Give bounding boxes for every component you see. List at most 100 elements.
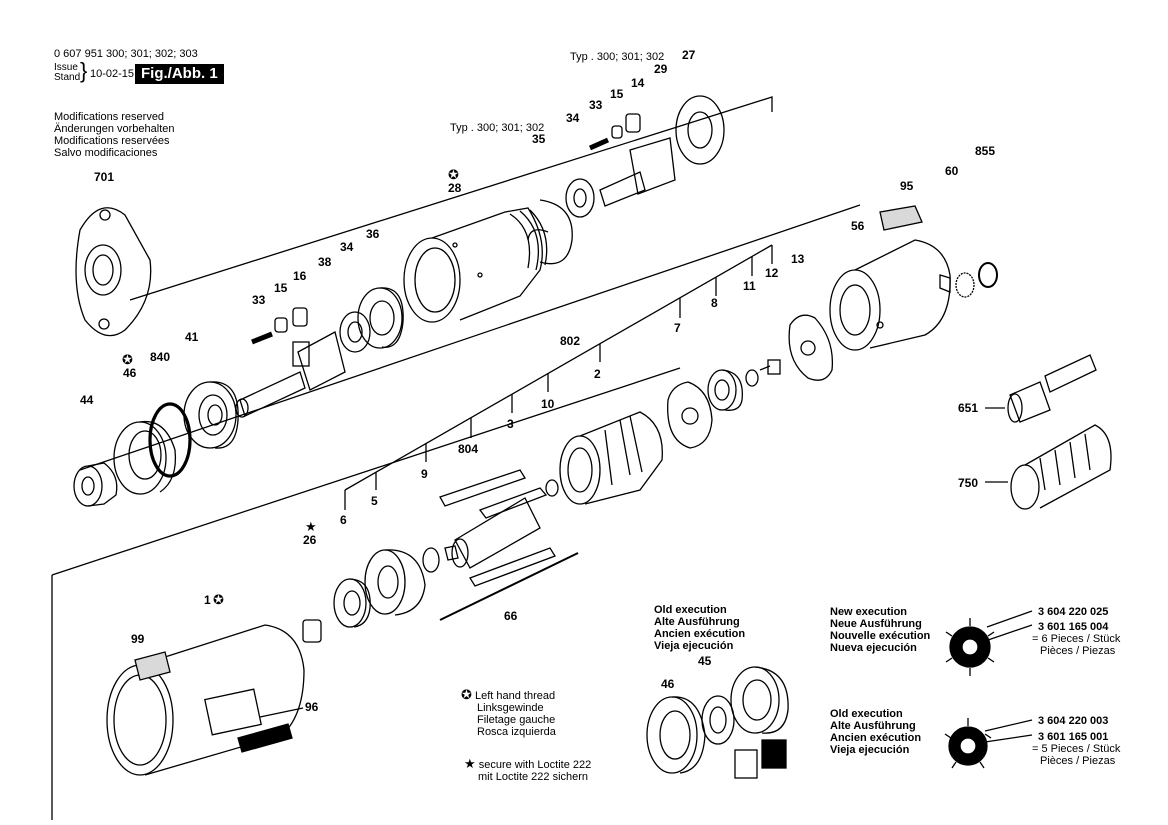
left-hand-thread-mark-1: ✪ (213, 592, 224, 607)
part-28-housing (403, 207, 548, 323)
part-34-washer-right (565, 178, 595, 218)
modifications-en: Modifications reserved (54, 111, 165, 123)
old-exec-es: Vieja ejecución (654, 640, 734, 652)
part-33-pin-upper (251, 331, 273, 345)
old-execution-washer-45 (701, 695, 735, 745)
left-hand-thread-mark-46: ✪ (122, 352, 133, 367)
label-3: 3 (507, 417, 514, 431)
part-38-spindle (235, 331, 346, 418)
label-701: 701 (94, 170, 114, 184)
stand-label: Stand (54, 72, 81, 83)
part-56-housing (829, 239, 951, 351)
label-56: 56 (851, 219, 865, 233)
label-15a: 15 (274, 281, 288, 295)
part-840-oring (148, 402, 192, 478)
modifications-fr: Modifications reservées (54, 135, 170, 147)
part-5-endplate (364, 549, 426, 616)
label-60: 60 (945, 164, 959, 178)
label-804: 804 (458, 442, 478, 456)
label-45: 45 (698, 654, 712, 668)
modifications-es: Salvo modificaciones (54, 147, 158, 159)
part-855-ring (978, 262, 998, 288)
label-7: 7 (674, 321, 681, 335)
old-exec-icon-2 (761, 739, 787, 769)
part-41-bearing (183, 381, 239, 449)
label-855: 855 (975, 144, 995, 158)
new-exec-es: Nueva ejecución (830, 642, 917, 654)
label-27: 27 (682, 48, 696, 62)
left-hand-thread-icon: ✪ (461, 687, 472, 702)
label-15b: 15 (610, 87, 624, 101)
part-13-plate (788, 314, 834, 381)
part-95-label (879, 205, 923, 231)
label-95: 95 (900, 179, 914, 193)
part-96-plate (237, 723, 293, 753)
part-750-muffler (1010, 424, 1112, 510)
part-1-housing (106, 624, 305, 776)
figure-label: Fig./Abb. 1 (135, 64, 224, 84)
label-46b: 46 (661, 677, 675, 691)
lower-frame-top (51, 367, 681, 576)
left-hand-thread-legend: ✪ Left hand thread Linksgewinde Filetage… (461, 687, 556, 738)
label-26: 26 (303, 533, 317, 547)
part-9-washer (422, 547, 440, 573)
label-44: 44 (80, 393, 94, 407)
part-35-circlip (527, 199, 573, 265)
part-10-washer (545, 479, 559, 497)
old-exec-r-es: Vieja ejecución (830, 744, 910, 756)
part-26-spline (302, 619, 322, 643)
new-exec-fr: Nouvelle exécution (830, 630, 931, 642)
part-6-bearing (333, 578, 371, 628)
type-label-top: Typ . 300; 301; 302 (570, 51, 664, 63)
part-8-bearing (707, 369, 743, 411)
label-33a: 33 (252, 293, 266, 307)
label-6: 6 (340, 513, 347, 527)
leader-new-num2 (987, 624, 1033, 641)
old-exec-de: Alte Ausführung (654, 616, 740, 628)
lh-thread-en: Left hand thread (474, 690, 556, 702)
bracket-802-line (344, 244, 773, 491)
old-execution-left-note: Old execution Alte Ausführung Ancien exé… (654, 604, 745, 652)
old-exec-quantity: = 5 Pieces / Stück (1032, 743, 1121, 755)
loctite-star-mark-26: ★ (305, 519, 317, 534)
part-804-vanes (439, 469, 556, 587)
issue-date: 10-02-15 (90, 68, 135, 80)
part-12-screw (759, 359, 781, 375)
label-10: 10 (541, 397, 555, 411)
loctite-de: mit Loctite 222 sichern (478, 771, 589, 783)
label-750: 750 (958, 476, 978, 490)
label-1: 1 (204, 593, 211, 607)
label-99: 99 (131, 632, 145, 646)
new-exec-number-2: 3 601 165 004 (1038, 621, 1109, 633)
part-46-ring (113, 420, 177, 495)
type-label-mid: Typ . 300; 301; 302 (450, 122, 544, 134)
part-34-washer-upper (339, 311, 371, 353)
part-27-disc (675, 95, 725, 165)
new-execution-note: New execution Neue Ausführung Nouvelle e… (830, 606, 930, 654)
modifications-de: Änderungen vorbehalten (54, 123, 175, 135)
old-exec-r-de: Alte Ausführung (830, 720, 916, 732)
label-46: 46 (123, 366, 137, 380)
label-8: 8 (711, 296, 718, 310)
old-exec-en: Old execution (654, 604, 727, 616)
label-802: 802 (560, 334, 580, 348)
part-11-washer (745, 369, 759, 387)
label-5: 5 (371, 494, 378, 508)
label-34a: 34 (340, 240, 354, 254)
old-exec-r-en: Old execution (830, 708, 903, 720)
old-exec-quantity-2: Pièces / Piezas (1040, 755, 1116, 767)
leader-new-num1 (986, 610, 1033, 628)
lh-thread-de: Linksgewinde (477, 702, 544, 714)
brace-symbol: } (80, 58, 88, 83)
model-number-line: 0 607 951 300; 301; 302; 303 (54, 48, 198, 60)
part-7-endplate (667, 381, 713, 449)
loctite-en: secure with Loctite 222 (478, 759, 592, 771)
label-14: 14 (631, 76, 645, 90)
old-execution-right-note: Old execution Alte Ausführung Ancien exé… (830, 708, 921, 756)
old-execution-bearing (730, 666, 789, 734)
new-exec-number-1: 3 604 220 025 (1038, 606, 1109, 618)
part-16-gear (292, 307, 308, 327)
label-16: 16 (293, 269, 307, 283)
modifications-note: Modifications reserved Änderungen vorbeh… (54, 111, 174, 159)
